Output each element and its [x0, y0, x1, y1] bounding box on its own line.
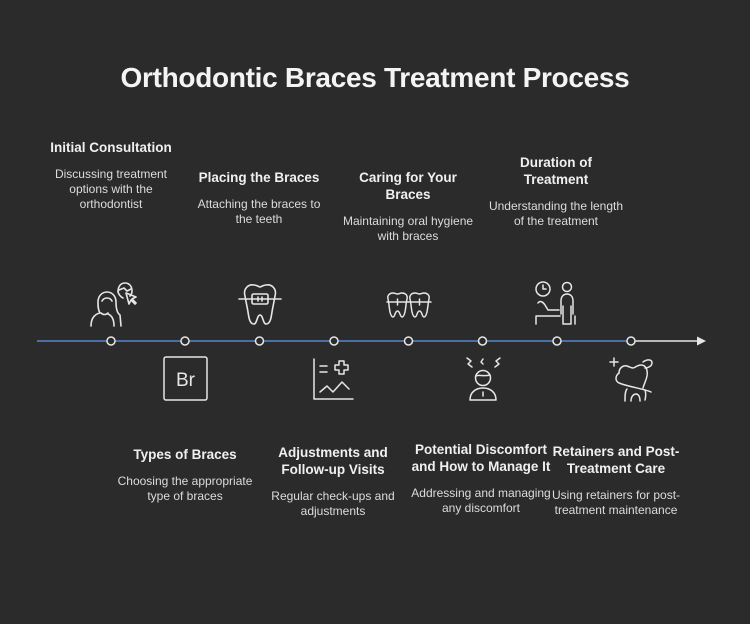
step-description: Using retainers for post-treatment maint… — [551, 488, 681, 517]
timeline-node-1 — [106, 336, 116, 346]
teeth-braces-icon — [386, 292, 432, 318]
consultation-icon — [86, 280, 148, 328]
step-description: Discussing treatment options with the or… — [54, 167, 168, 211]
tooth-braces-icon — [238, 282, 282, 326]
headache-person-icon — [464, 356, 504, 402]
step-types-of-braces: Types of Braces Choosing the appropriate… — [115, 446, 255, 504]
step-title: Potential Discomfort and How to Manage I… — [411, 442, 551, 474]
step-title: Placing the Braces — [198, 170, 320, 185]
step-description: Maintaining oral hygiene with braces — [342, 214, 474, 243]
svg-text:Br: Br — [176, 370, 196, 391]
step-description: Understanding the length of the treatmen… — [488, 199, 624, 228]
step-description: Addressing and managing any discomfort — [411, 486, 551, 515]
step-retainers-post-treatment: Retainers and Post-Treatment Care Using … — [546, 443, 686, 518]
step-placing-the-braces: Placing the Braces Attaching the braces … — [189, 169, 329, 227]
step-caring-for-braces: Caring for Your Braces Maintaining oral … — [338, 169, 478, 244]
step-title: Caring for Your Braces — [359, 170, 457, 202]
clock-appointment-icon — [534, 280, 580, 328]
step-initial-consultation: Initial Consultation Discussing treatmen… — [41, 139, 181, 212]
step-title: Duration of Treatment — [520, 155, 592, 187]
timeline-node-6 — [477, 336, 488, 346]
page-title: Orthodontic Braces Treatment Process — [120, 62, 630, 93]
step-duration-of-treatment: Duration of Treatment Understanding the … — [486, 154, 626, 229]
step-title: Initial Consultation — [50, 140, 172, 155]
timeline-node-5 — [403, 336, 414, 346]
step-adjustments-follow-up: Adjustments and Follow-up Visits Regular… — [263, 444, 403, 519]
tooth-care-icon — [607, 356, 657, 402]
step-title: Adjustments and Follow-up Visits — [278, 445, 388, 477]
braces-type-br-icon: Br — [163, 356, 208, 401]
timeline-node-8 — [626, 336, 636, 346]
step-description: Choosing the appropriate type of braces — [117, 474, 253, 503]
timeline-node-2 — [180, 336, 190, 346]
step-description: Regular check-ups and adjustments — [271, 489, 395, 518]
medical-chart-icon — [311, 356, 357, 402]
step-potential-discomfort: Potential Discomfort and How to Manage I… — [411, 441, 551, 516]
timeline-node-4 — [329, 336, 339, 346]
timeline-node-7 — [552, 336, 562, 346]
step-title: Types of Braces — [133, 447, 237, 462]
step-title: Retainers and Post-Treatment Care — [552, 444, 680, 476]
step-description: Attaching the braces to the teeth — [197, 197, 321, 226]
timeline-node-3 — [254, 336, 265, 346]
